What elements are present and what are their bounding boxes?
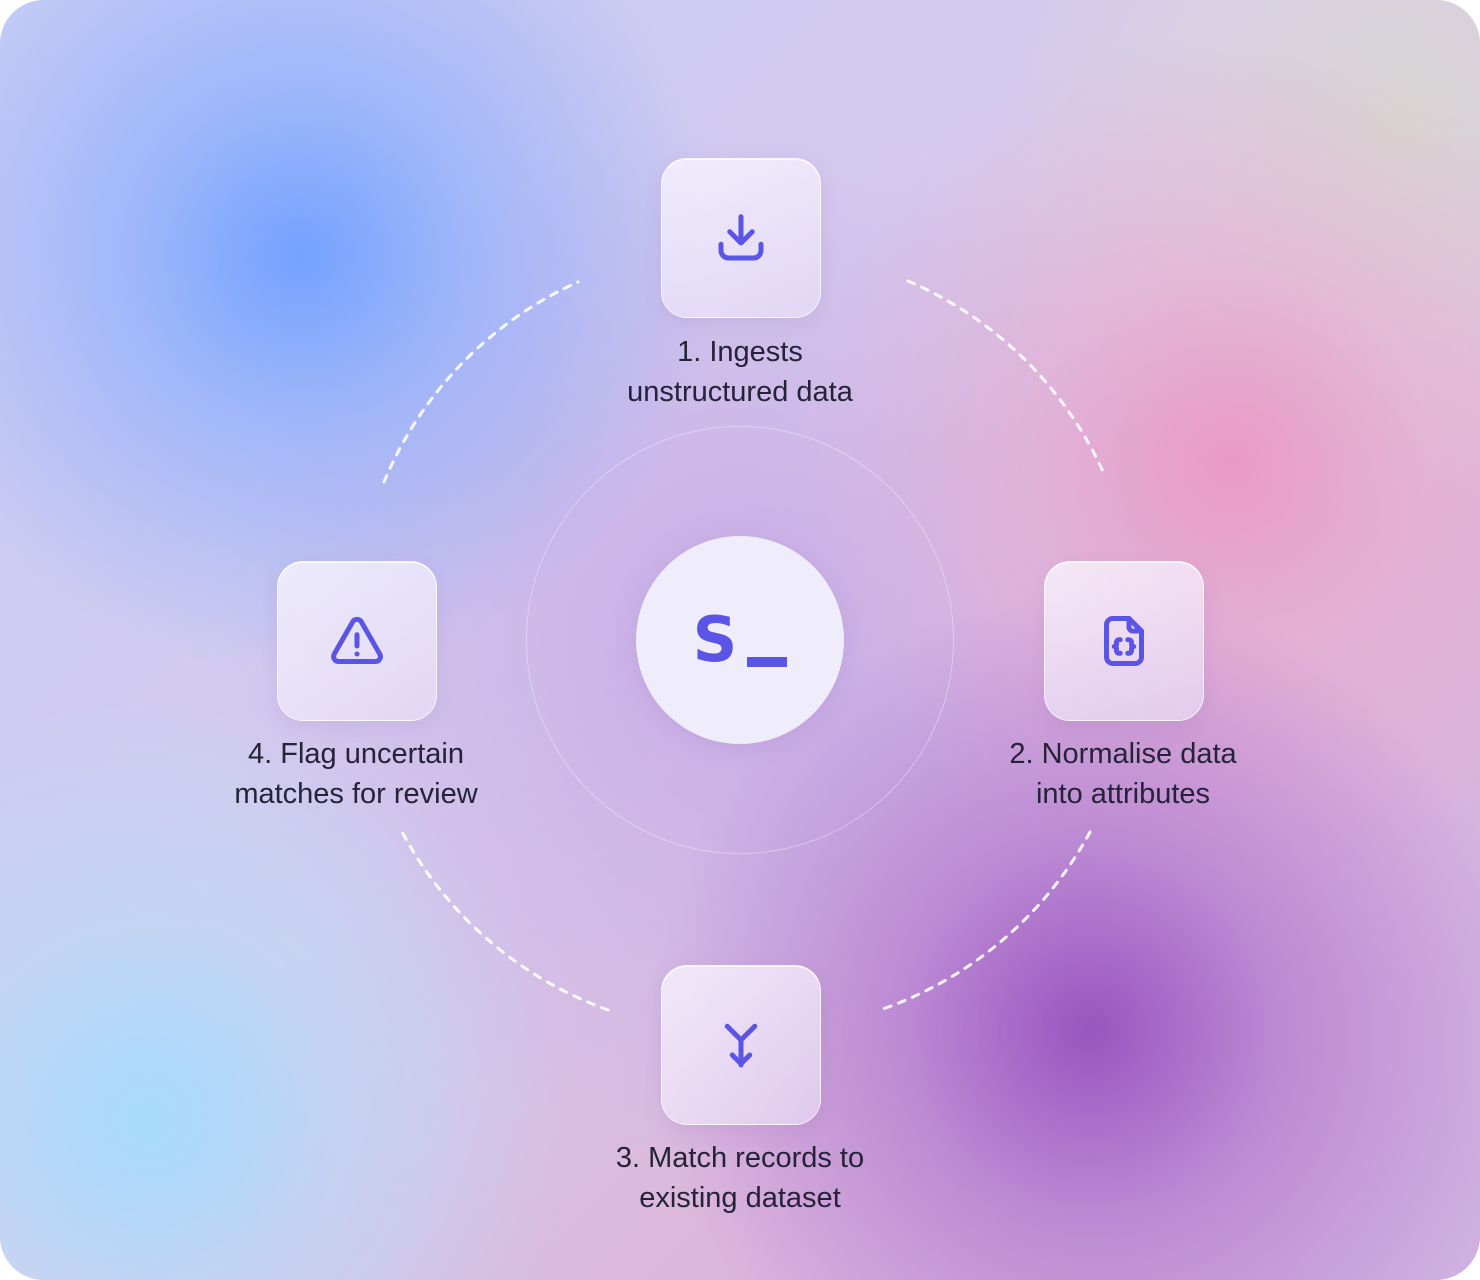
step-2-tile <box>1044 561 1204 721</box>
step-2-line-1: 2. Normalise data <box>1009 738 1237 770</box>
step-3-line-2: existing dataset <box>639 1182 841 1214</box>
step-4-line-2: matches for review <box>234 778 478 810</box>
arc-bottom-left <box>398 826 610 1012</box>
step-1-line-2: unstructured data <box>627 376 853 408</box>
step-1-label: 1. Ingests unstructured data <box>540 332 940 412</box>
json-file-icon <box>1104 616 1144 666</box>
logo-cursor-bar <box>747 657 788 667</box>
center-ring <box>526 426 954 854</box>
step-4-label: 4. Flag uncertain matches for review <box>146 734 566 814</box>
step-2-line-2: into attributes <box>1035 778 1211 810</box>
terminal-logo: S <box>693 609 788 671</box>
arc-top-left <box>382 280 580 484</box>
step-1-tile <box>661 158 821 318</box>
step-4-line-1: 4. Flag uncertain <box>247 738 464 770</box>
step-2-label: 2. Normalise data into attributes <box>918 734 1328 814</box>
step-3-tile <box>661 965 821 1125</box>
step-3-label: 3. Match records to existing dataset <box>540 1138 940 1218</box>
step-4-tile <box>277 561 437 721</box>
arc-top-right <box>906 279 1107 478</box>
logo-letter: S <box>692 603 740 676</box>
center-logo-disc: S <box>636 536 844 744</box>
step-1-line-1: 1. Ingests <box>677 336 803 368</box>
merge-arrow-icon <box>724 1023 758 1068</box>
download-icon <box>718 214 764 261</box>
warning-icon <box>331 616 383 664</box>
arc-bottom-right <box>878 830 1092 1012</box>
step-3-line-1: 3. Match records to <box>615 1142 865 1174</box>
